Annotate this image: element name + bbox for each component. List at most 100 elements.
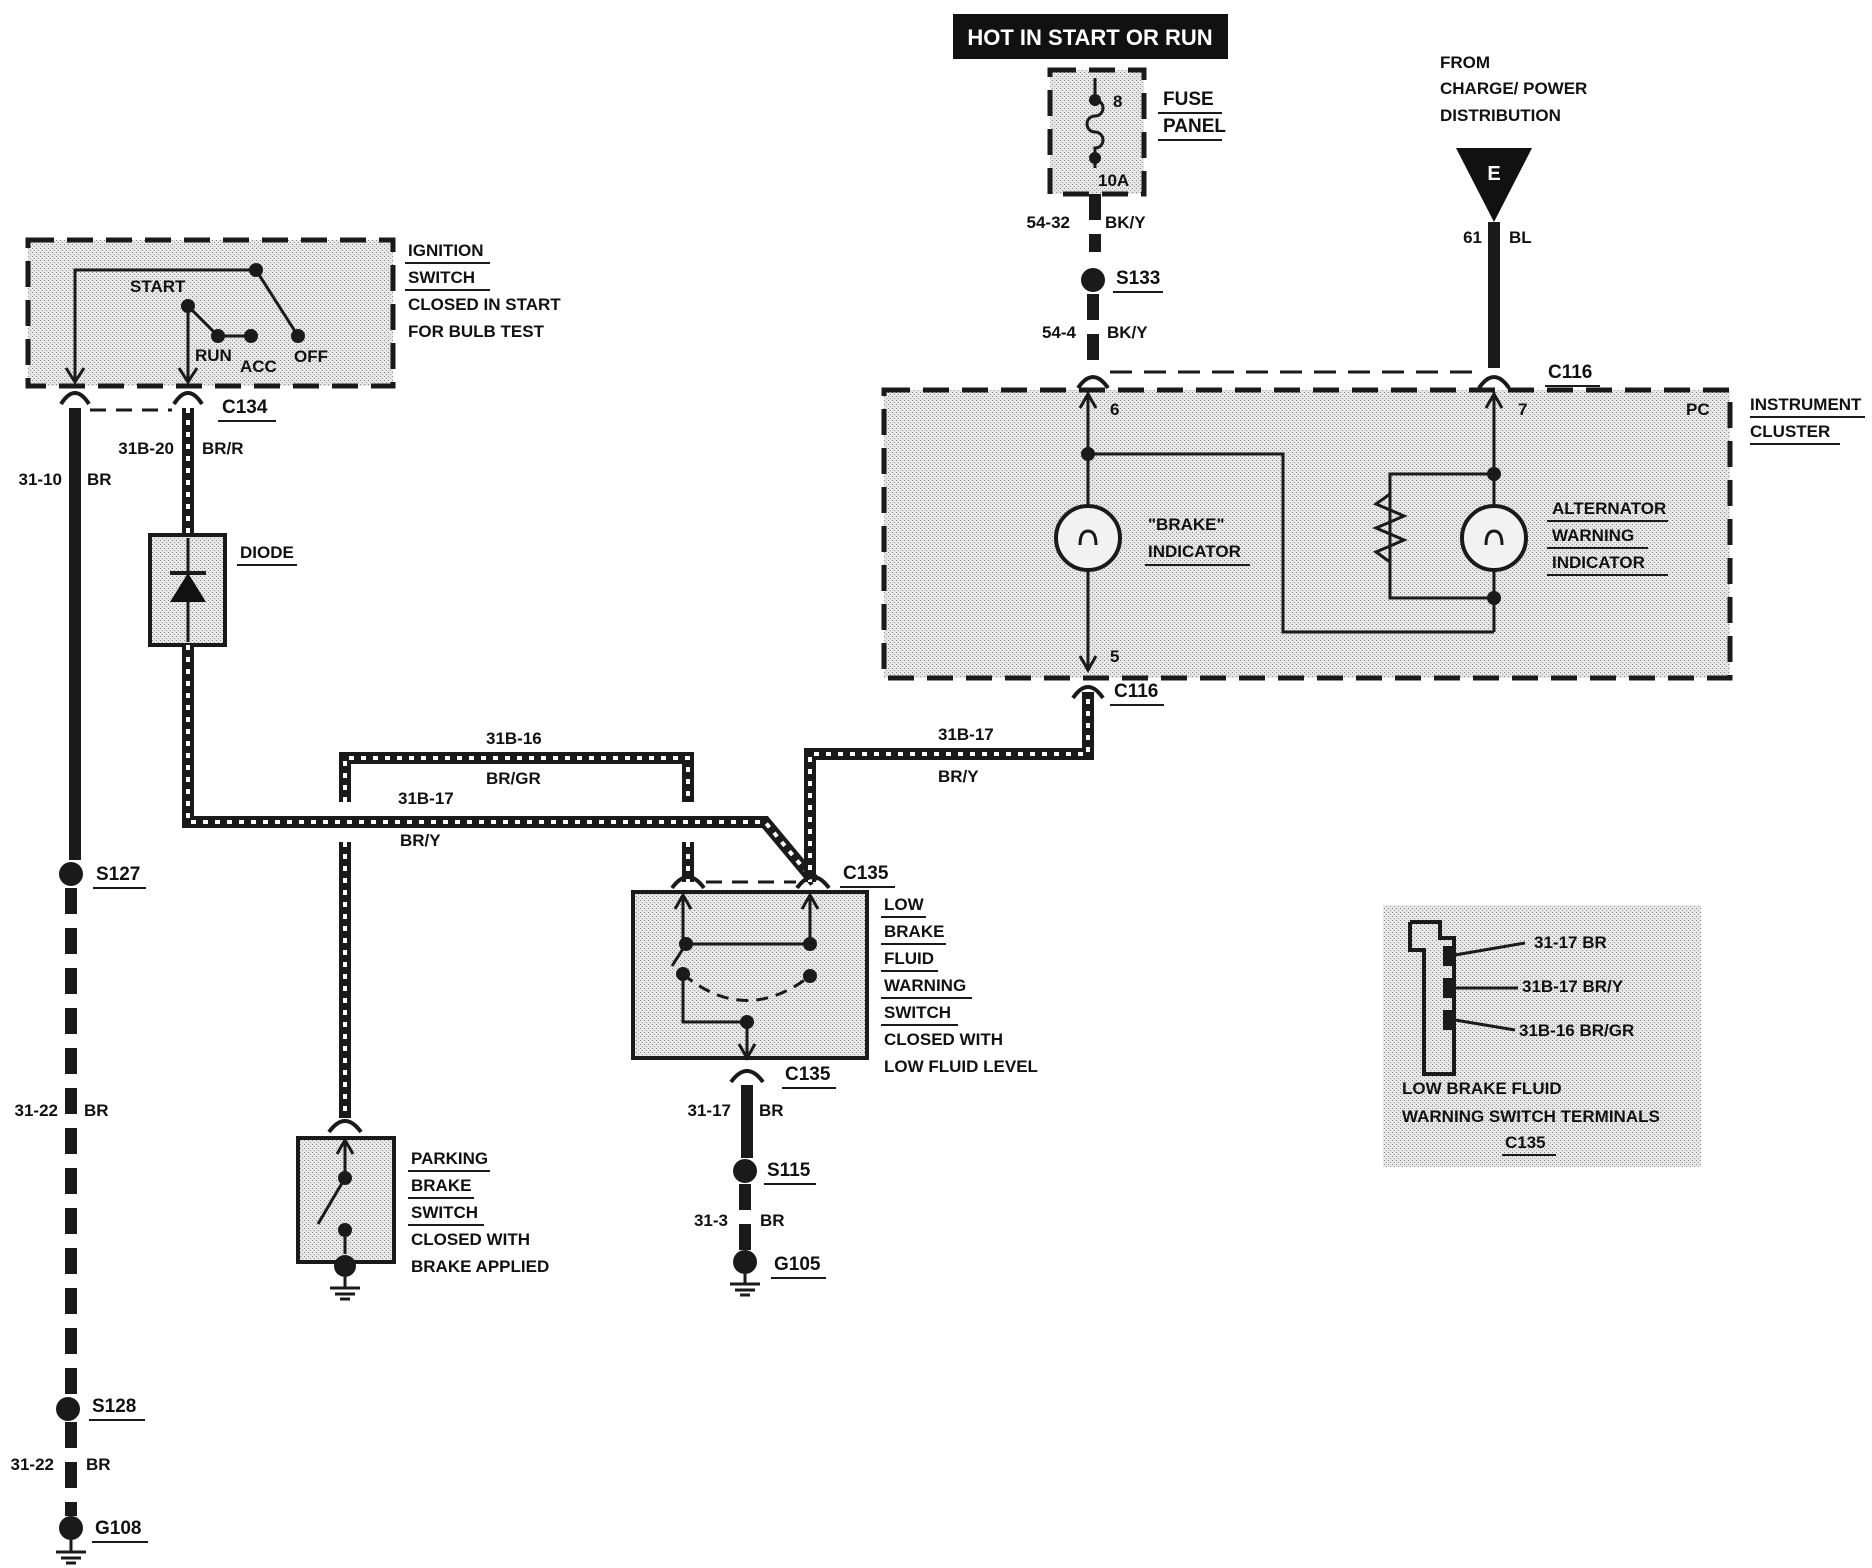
terminal-label-2: 31B-17 BR/Y: [1522, 977, 1624, 996]
ignition-pos-acc: ACC: [240, 357, 277, 376]
connector-c116-bottom: C116: [1071, 681, 1164, 706]
terminal-label-3: 31B-16 BR/GR: [1519, 1021, 1634, 1040]
svg-text:C135: C135: [843, 863, 889, 884]
terminal-caption-3: C135: [1505, 1133, 1546, 1152]
svg-text:54-32: 54-32: [1027, 213, 1070, 232]
wire-31-10: 31-10 BR: [19, 408, 112, 860]
parking-brake-switch: PARKING BRAKE SWITCH CLOSED WITH BRAKE A…: [296, 1119, 549, 1301]
svg-text:31-10: 31-10: [19, 470, 62, 489]
connector-c116-top: C116: [1076, 362, 1600, 390]
instrument-cluster: INSTRUMENT CLUSTER PC 6 7 5 "BRAKE" INDI…: [881, 387, 1865, 681]
svg-text:BR: BR: [86, 1455, 111, 1474]
svg-text:S128: S128: [92, 1396, 136, 1417]
ground-g105: G105: [730, 1250, 826, 1297]
fuse-panel-label-1: FUSE: [1163, 89, 1214, 110]
wire-31b-16: 31B-16 BR/GR: [339, 729, 694, 882]
svg-text:61: 61: [1463, 228, 1482, 247]
resistor-icon: [1372, 492, 1408, 564]
terminal-label-1: 31-17 BR: [1534, 933, 1607, 952]
fuse-number: 8: [1113, 92, 1122, 111]
brake-indicator-label-1: "BRAKE": [1148, 515, 1225, 534]
ignition-pos-start: START: [130, 277, 186, 296]
svg-text:31B-17: 31B-17: [398, 789, 454, 808]
splice-s127: S127: [59, 862, 146, 889]
diode-label: DIODE: [240, 543, 294, 562]
fuse-panel: 8 10A FUSE PANEL: [1047, 67, 1226, 197]
fluid-switch-label-7: LOW FLUID LEVEL: [884, 1057, 1038, 1076]
from-label-3: DISTRIBUTION: [1440, 106, 1561, 125]
terminal-caption-1: LOW BRAKE FLUID: [1402, 1079, 1562, 1098]
ignition-switch: START RUN ACC OFF IGNITION SWITCH CLOSED…: [25, 237, 561, 389]
wire-31-22-upper: 31-22 BR: [15, 888, 109, 1398]
brake-indicator-label-2: INDICATOR: [1148, 542, 1241, 561]
fluid-switch-label-1: LOW: [884, 895, 925, 914]
terminal-caption-2: WARNING SWITCH TERMINALS: [1402, 1107, 1660, 1126]
svg-text:31B-16: 31B-16: [486, 729, 542, 748]
svg-text:BR/GR: BR/GR: [486, 769, 541, 788]
low-brake-fluid-switch: LOW BRAKE FLUID WARNING SWITCH CLOSED WI…: [631, 890, 1038, 1076]
svg-text:G105: G105: [774, 1254, 821, 1275]
svg-text:BR/Y: BR/Y: [400, 831, 441, 850]
fluid-switch-label-3: FLUID: [884, 949, 934, 968]
ground-g108: G108: [56, 1516, 148, 1565]
cluster-pin-7: 7: [1518, 400, 1527, 419]
splice-s115: S115: [733, 1159, 816, 1185]
parking-switch-label-3: SWITCH: [411, 1203, 478, 1222]
diode: DIODE: [148, 533, 297, 647]
svg-text:BR/Y: BR/Y: [938, 767, 979, 786]
float-arc-icon: [682, 972, 811, 1002]
svg-text:BR: BR: [87, 470, 112, 489]
alternator-label-3: INDICATOR: [1552, 553, 1645, 572]
diode-triangle-icon: [170, 573, 206, 602]
connector-outline-icon: [1408, 920, 1456, 1076]
connector-c134: C134: [59, 391, 276, 422]
alternator-label-2: WARNING: [1552, 526, 1634, 545]
from-label-2: CHARGE/ POWER: [1440, 79, 1587, 98]
ignition-note-1: CLOSED IN START: [408, 295, 561, 314]
wire-31-17: 31-17 BR: [688, 1085, 784, 1158]
splice-s128: S128: [56, 1396, 145, 1421]
fluid-switch-label-5: SWITCH: [884, 1003, 951, 1022]
svg-text:BR: BR: [759, 1101, 784, 1120]
source-tag-triangle-icon: [1456, 148, 1532, 222]
svg-text:31-3: 31-3: [694, 1211, 728, 1230]
svg-text:31B-17: 31B-17: [938, 725, 994, 744]
wire-31b-20: 31B-20 BR/R: [118, 408, 244, 538]
svg-text:S127: S127: [96, 864, 140, 885]
fluid-switch-label-2: BRAKE: [884, 922, 944, 941]
svg-text:G108: G108: [95, 1518, 141, 1539]
fuse-panel-label-2: PANEL: [1163, 116, 1226, 137]
svg-text:C116: C116: [1548, 362, 1592, 383]
wire-54-4: 54-4 BK/Y: [1042, 294, 1148, 368]
cluster-title-2: CLUSTER: [1750, 422, 1830, 441]
cluster-pin-6: 6: [1110, 400, 1119, 419]
svg-text:BK/Y: BK/Y: [1107, 323, 1148, 342]
svg-text:C135: C135: [785, 1064, 831, 1085]
from-label-1: FROM: [1440, 53, 1490, 72]
svg-text:C116: C116: [1114, 681, 1158, 702]
svg-text:S115: S115: [767, 1160, 811, 1181]
parking-switch-label-2: BRAKE: [411, 1176, 471, 1195]
wire-31b-17-diode: 31B-17 BR/Y: [182, 645, 820, 886]
fuse-rating: 10A: [1098, 171, 1129, 190]
wire-31b-17-cluster: 31B-17 BR/Y: [804, 692, 1094, 882]
ignition-note-2: FOR BULB TEST: [408, 322, 545, 341]
alternator-indicator-lamp-icon: [1460, 504, 1528, 572]
wire-31-22-lower: 31-22 BR: [11, 1422, 111, 1516]
ignition-title-2: SWITCH: [408, 268, 475, 287]
brake-indicator-lamp-icon: [1054, 504, 1122, 572]
ignition-pos-run: RUN: [195, 346, 232, 365]
alternator-label-1: ALTERNATOR: [1552, 499, 1666, 518]
fluid-switch-label-4: WARNING: [884, 976, 966, 995]
cluster-title-1: INSTRUMENT: [1750, 395, 1862, 414]
source-tag: E: [1487, 163, 1500, 185]
svg-text:BR/R: BR/R: [202, 439, 244, 458]
svg-text:31-17: 31-17: [688, 1101, 731, 1120]
cluster-pin-5: 5: [1110, 647, 1119, 666]
connector-c135-bottom: C135: [729, 1064, 836, 1089]
wire-61: 61 BL: [1463, 222, 1532, 368]
svg-text:S133: S133: [1116, 268, 1160, 289]
fluid-switch-label-6: CLOSED WITH: [884, 1030, 1003, 1049]
svg-text:BR: BR: [760, 1211, 785, 1230]
wire-31-3: 31-3 BR: [694, 1184, 785, 1252]
